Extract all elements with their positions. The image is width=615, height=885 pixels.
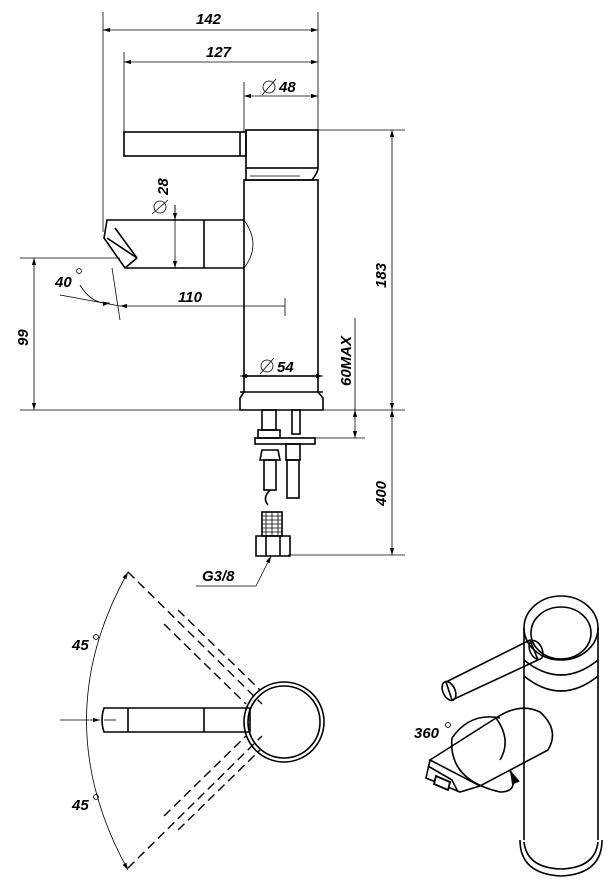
- mounting-hardware: [254, 409, 316, 506]
- handle-lower-position: [127, 735, 263, 869]
- dim-spout-to-axis: 110: [178, 289, 203, 306]
- handle-center-position: [101, 707, 251, 733]
- iso-body: [523, 628, 599, 840]
- diameter-symbol-icon: [259, 357, 275, 375]
- dim-swing-upper: 45: [71, 637, 89, 654]
- top-view: 45 45: [60, 571, 325, 871]
- iso-spout: [425, 707, 554, 793]
- dim-body-top-diameter: 48: [278, 79, 296, 96]
- degree-symbol-icon: [93, 634, 99, 640]
- dim-swing-lower: 45: [71, 797, 89, 814]
- dim-spout-reach: 127: [206, 44, 232, 61]
- dim-hose-length: 400: [373, 480, 390, 507]
- degree-symbol-icon: [93, 794, 99, 800]
- dim-body-base-diameter: 54: [277, 359, 294, 376]
- dim-max-counter-thickness: 60MAX: [338, 335, 355, 386]
- side-elevation-view: 142 127 48: [15, 11, 405, 587]
- handle-lever: [123, 131, 247, 157]
- iso-handle-lever: [441, 638, 544, 702]
- iso-base: [519, 839, 603, 877]
- dim-spout-diameter: 28: [155, 178, 172, 196]
- body-top-circle: [243, 681, 325, 763]
- dim-connection-thread: G3/8: [202, 568, 235, 585]
- hex-nut: [255, 535, 291, 557]
- iso-rotation-arrow: [450, 716, 514, 793]
- dim-overall-width: 142: [196, 11, 222, 28]
- faucet-body: [243, 179, 319, 377]
- degree-symbol-icon: [76, 268, 82, 274]
- faucet-base: [239, 376, 324, 411]
- dim-spout-angle: 40: [54, 274, 72, 291]
- flexible-hose: [255, 511, 291, 557]
- spout: [103, 219, 244, 269]
- diameter-symbol-icon: [151, 199, 169, 215]
- handle-cap: [245, 129, 319, 169]
- dim-rotation: 360: [414, 725, 440, 742]
- dim-total-height: 183: [373, 262, 390, 288]
- isometric-view: 360: [414, 595, 603, 877]
- dim-spout-height: 99: [15, 329, 32, 346]
- diameter-symbol-icon: [261, 78, 277, 96]
- degree-symbol-icon: [445, 722, 451, 728]
- handle-upper-position: [127, 571, 263, 705]
